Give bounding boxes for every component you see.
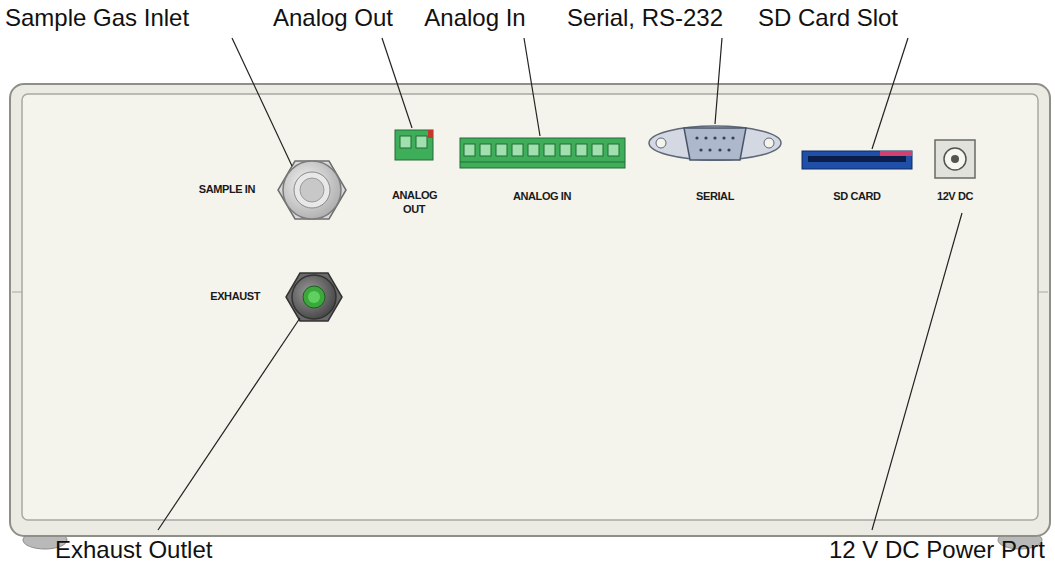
terminal-pin [464,144,475,156]
callout-label: Analog In [424,4,525,32]
callout-label: Serial, RS-232 [567,4,723,32]
panel-label: 12V DC [937,190,973,202]
terminal-pin [496,144,507,156]
terminal-pin [512,144,523,156]
terminal-pin [576,144,587,156]
panel-label: ANALOG OUT [392,188,436,216]
callout-label: 12 V DC Power Port [829,536,1045,564]
callout-label: Analog Out [273,4,393,32]
panel-label: SAMPLE IN [199,183,255,195]
terminal-pin [528,144,539,156]
terminal-pin [560,144,571,156]
callout-label: Exhaust Outlet [55,536,212,564]
panel-label: SD CARD [833,190,880,202]
panel-label: EXHAUST [210,290,260,302]
panel-label: ANALOG IN [513,190,571,202]
terminal-pin [480,144,491,156]
callout-label: Sample Gas Inlet [5,4,189,32]
panel-label: SERIAL [696,190,734,202]
callout-label: SD Card Slot [758,4,898,32]
terminal-pin [592,144,603,156]
terminal-pin [544,144,555,156]
terminal-pin [608,144,619,156]
